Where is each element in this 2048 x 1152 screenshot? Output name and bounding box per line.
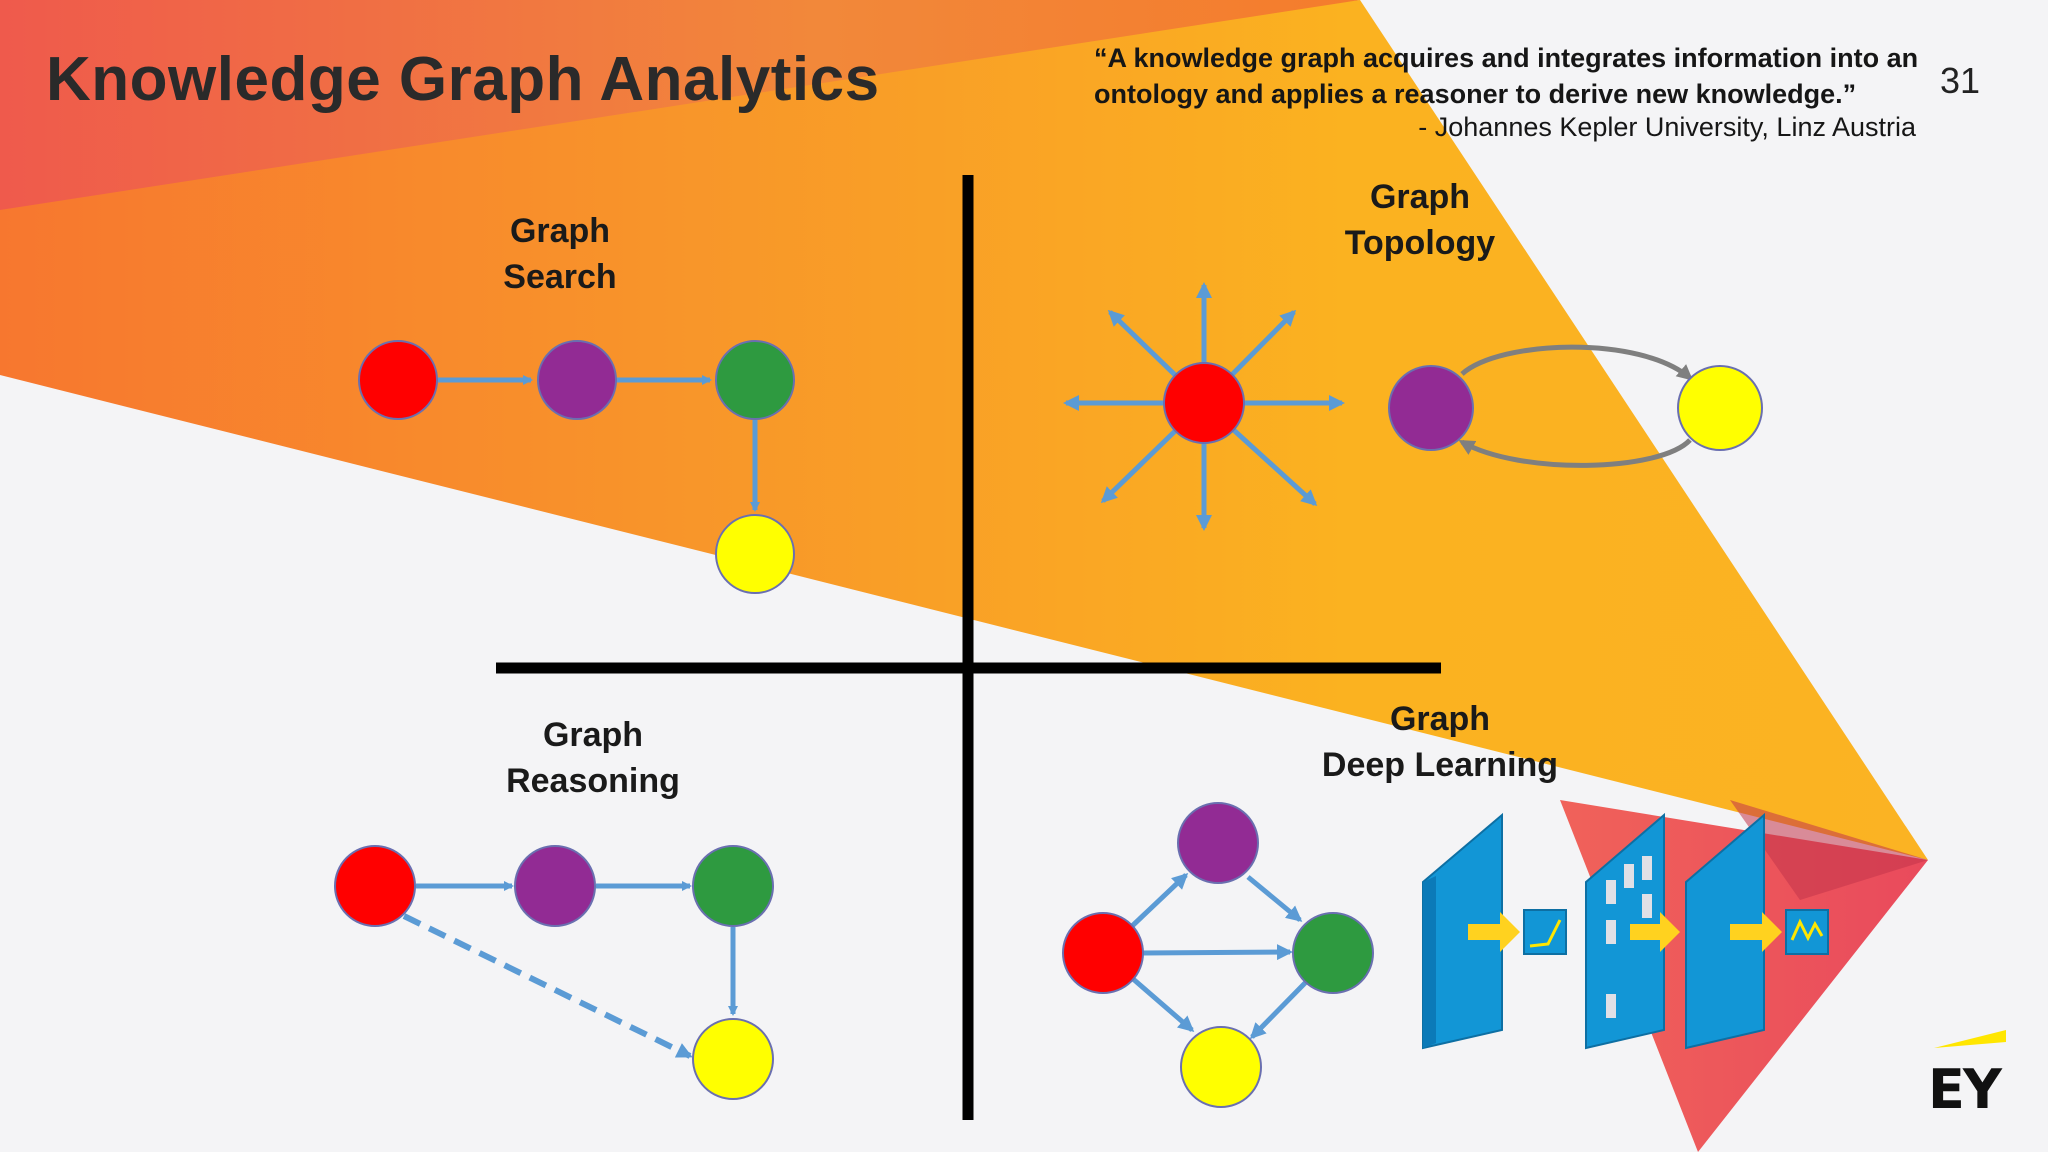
- node-purple: [1177, 802, 1259, 884]
- feature-map-icon: [1523, 909, 1567, 955]
- yellow-arrow-icon: [1468, 912, 1520, 952]
- edge: [1128, 872, 1189, 930]
- node-purple: [1388, 365, 1474, 451]
- yellow-arrow-icon: [1630, 912, 1680, 952]
- node-purple: [514, 845, 596, 927]
- label-line: Reasoning: [506, 762, 680, 800]
- quote-line: ontology and applies a reasoner to deriv…: [1094, 79, 1857, 109]
- nn-layer-3-icon: [1685, 812, 1765, 1050]
- node-purple: [537, 340, 617, 420]
- label-line: Graph: [1369, 178, 1471, 216]
- graph-reasoning-diagram: [334, 845, 774, 1100]
- label-line: Topology: [1344, 224, 1496, 262]
- label-graph-reasoning: Graph Reasoning: [488, 712, 698, 804]
- page-number: 31: [1940, 60, 1981, 101]
- node-yellow: [1677, 365, 1763, 451]
- edge-curved: [1460, 344, 1694, 381]
- quote-attribution: - Johannes Kepler University, Linz Austr…: [1418, 112, 1916, 142]
- edge-dashed: [402, 913, 693, 1059]
- node-green: [692, 845, 774, 927]
- node-red: [334, 845, 416, 927]
- nn-layer-2-icon: [1585, 812, 1665, 1050]
- node-yellow: [1180, 1026, 1262, 1108]
- quote-text: “A knowledge graph acquires and integrat…: [1094, 40, 1918, 112]
- ey-logo: EY: [1928, 1058, 2002, 1121]
- ey-beam-icon: [1934, 1030, 2006, 1048]
- edge-curved: [1458, 438, 1692, 468]
- node-green: [1292, 912, 1374, 994]
- label-graph-deep-learning: Graph Deep Learning: [1300, 696, 1580, 788]
- label-line: Search: [503, 258, 617, 296]
- edge: [1246, 875, 1303, 922]
- label-line: Graph: [542, 716, 644, 754]
- label-line: Deep Learning: [1321, 746, 1559, 784]
- node-yellow: [715, 514, 795, 594]
- edge: [1130, 976, 1195, 1032]
- edge: [1142, 944, 1293, 961]
- yellow-arrow-icon: [1730, 912, 1782, 952]
- node-green: [715, 340, 795, 420]
- nn-layer-1-icon: [1422, 812, 1503, 1050]
- node-red: [358, 340, 438, 420]
- graph-deep-learning-diagram: [1062, 802, 1829, 1108]
- background-ribbon-red: [0, 0, 1360, 210]
- page-title: Knowledge Graph Analytics: [46, 45, 880, 114]
- label-graph-topology: Graph Topology: [1320, 174, 1520, 266]
- node-red: [1062, 912, 1144, 994]
- node-yellow: [692, 1018, 774, 1100]
- node-red: [1163, 362, 1245, 444]
- background-ribbon-shade: [1730, 800, 1928, 900]
- edge: [1249, 980, 1308, 1040]
- output-signal-icon: [1785, 909, 1829, 955]
- graph-search-diagram: [358, 340, 795, 594]
- quote-line: “A knowledge graph acquires and integrat…: [1094, 43, 1919, 73]
- label-line: Graph: [509, 212, 611, 250]
- label-graph-search: Graph Search: [460, 208, 660, 300]
- label-line: Graph: [1389, 700, 1491, 738]
- graph-topology-diagram: [1063, 282, 1763, 531]
